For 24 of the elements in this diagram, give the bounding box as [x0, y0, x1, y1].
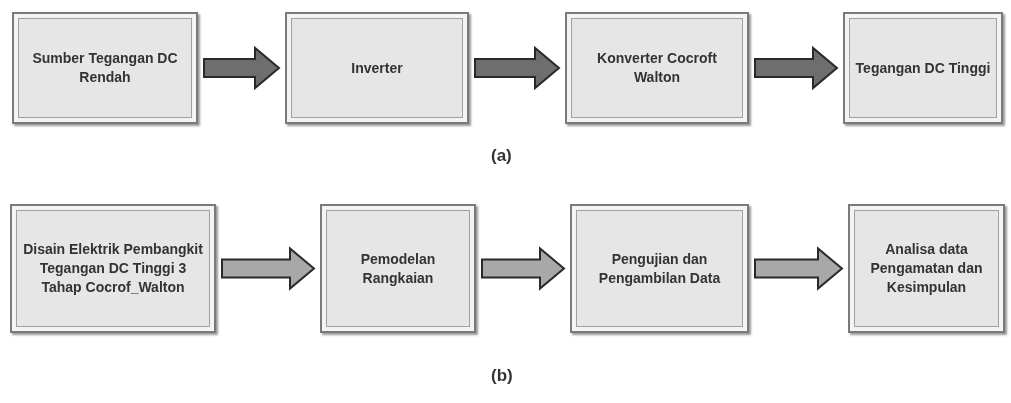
panel-label: (a): [491, 146, 512, 166]
box-label: Pengujian dan Pengambilan Data: [597, 249, 722, 288]
process-box: [320, 204, 476, 333]
box-label: Inverter: [350, 58, 404, 78]
process-box: [565, 12, 749, 124]
box-label: Disain Elektrik Pembangkit Tegangan DC Tinggi 3 Tahap Cocrof_Walton: [22, 240, 204, 297]
box-label: Pemodelan Rangkaian: [359, 249, 437, 288]
process-box: [12, 12, 198, 124]
process-box: [843, 12, 1003, 124]
block-arrow: [221, 246, 316, 291]
box-label: Sumber Tegangan DC Rendah: [31, 49, 179, 87]
block-arrow: [203, 45, 281, 91]
box-label: Konverter Cocroft Walton: [596, 49, 718, 87]
process-box: [285, 12, 469, 124]
block-arrow: [474, 45, 561, 91]
panel-label: (b): [491, 366, 513, 386]
process-box: [570, 204, 749, 333]
process-box: [10, 204, 216, 333]
block-arrow: [481, 246, 566, 291]
block-arrow: [754, 246, 844, 291]
box-label: Analisa data Pengamatan dan Kesimpulan: [869, 240, 984, 297]
block-arrow: [754, 45, 839, 91]
process-box: [848, 204, 1005, 333]
box-label: Tegangan DC Tinggi: [854, 58, 992, 78]
